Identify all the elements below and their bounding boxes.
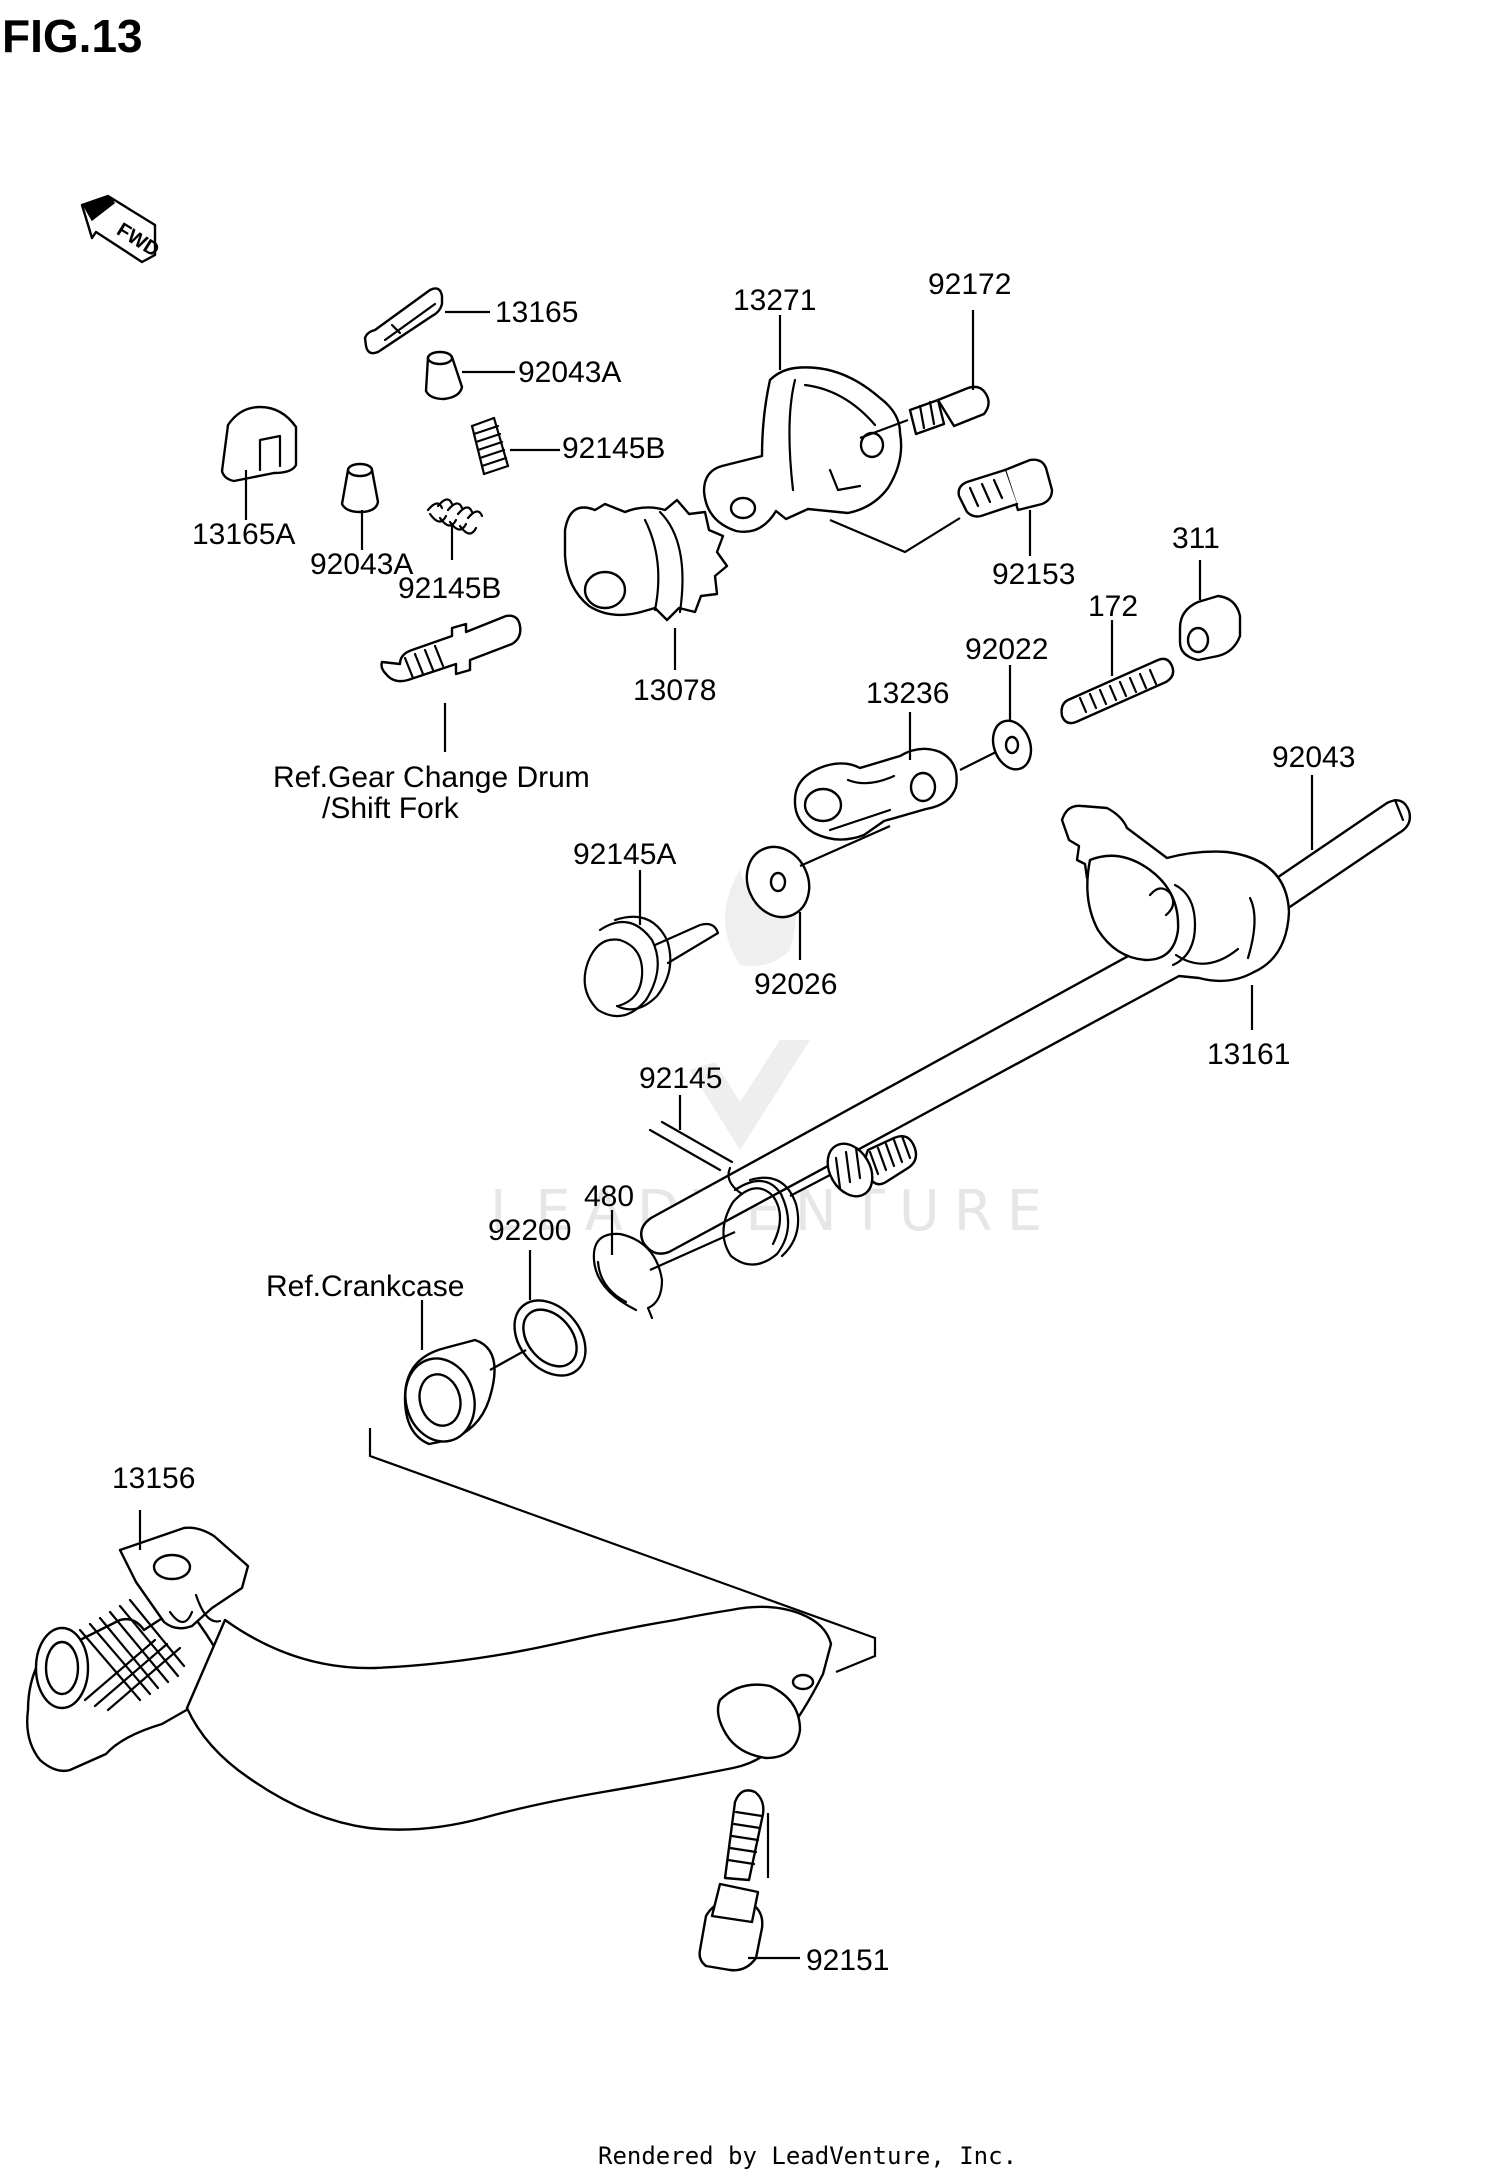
label-92043A-bottom: 92043A: [310, 548, 413, 581]
label-92145A: 92145A: [573, 838, 676, 871]
label-13161: 13161: [1207, 1038, 1290, 1071]
part-480-circlip: [592, 1232, 664, 1320]
label-92022: 92022: [965, 633, 1048, 666]
label-13165A: 13165A: [192, 518, 295, 551]
label-13078: 13078: [633, 674, 716, 707]
label-ref-gear-change-drum: Ref.Gear Change Drum: [273, 761, 590, 794]
part-13271-guide-plate: [702, 366, 903, 533]
part-13156-shift-pedal: [26, 1526, 833, 1831]
label-92043A-top: 92043A: [518, 356, 621, 389]
label-480: 480: [584, 1180, 634, 1213]
label-92200: 92200: [488, 1214, 571, 1247]
part-172-stud: [1060, 657, 1175, 725]
footer-credit: Rendered by LeadVenture, Inc.: [598, 2142, 1017, 2170]
label-92172: 92172: [928, 268, 1011, 301]
label-13156: 13156: [112, 1462, 195, 1495]
label-92145: 92145: [639, 1062, 722, 1095]
part-92022-washer: [991, 719, 1033, 771]
label-ref-crankcase: Ref.Crankcase: [266, 1270, 464, 1303]
label-13165: 13165: [495, 296, 578, 329]
part-13165-pin: [363, 287, 444, 355]
label-311: 311: [1172, 522, 1220, 555]
part-92145B-spring-top: [470, 416, 510, 476]
part-ref-crankcase-seal: [403, 1338, 496, 1446]
part-311-nut: [1178, 594, 1242, 662]
label-92151: 92151: [806, 1944, 889, 1977]
part-92153-bolt: [957, 458, 1054, 518]
part-92172-screw: [908, 385, 990, 436]
part-92151-bolt: [698, 1789, 765, 1972]
label-92145B-top: 92145B: [562, 432, 665, 465]
part-13161-shift-shaft: [640, 804, 1291, 1255]
part-92145-spring: [648, 1120, 800, 1266]
figure-title: FIG.13: [2, 10, 143, 62]
part-92145B-spring-bottom: [426, 498, 484, 535]
part-92026-washer: [745, 845, 811, 919]
label-92145B-bottom: 92145B: [398, 572, 501, 605]
fwd-arrow-icon: FWD: [80, 194, 163, 264]
part-92200-washer: [513, 1299, 587, 1377]
label-92153: 92153: [992, 558, 1075, 591]
part-ref-drum-pin: [380, 614, 522, 683]
part-13078-shift-drum-cam: [563, 498, 729, 622]
part-92145A-spring: [583, 915, 720, 1018]
label-92026: 92026: [754, 968, 837, 1001]
label-92043: 92043: [1272, 741, 1355, 774]
label-13271: 13271: [733, 284, 816, 317]
part-13165A-holder: [220, 405, 298, 483]
part-92043A-sleeve-top: [424, 350, 464, 401]
part-13236-lever: [793, 747, 958, 841]
part-92043A-sleeve-bottom: [340, 462, 380, 514]
label-13236: 13236: [866, 677, 949, 710]
label-172: 172: [1088, 590, 1138, 623]
label-ref-shift-fork: /Shift Fork: [322, 792, 460, 825]
